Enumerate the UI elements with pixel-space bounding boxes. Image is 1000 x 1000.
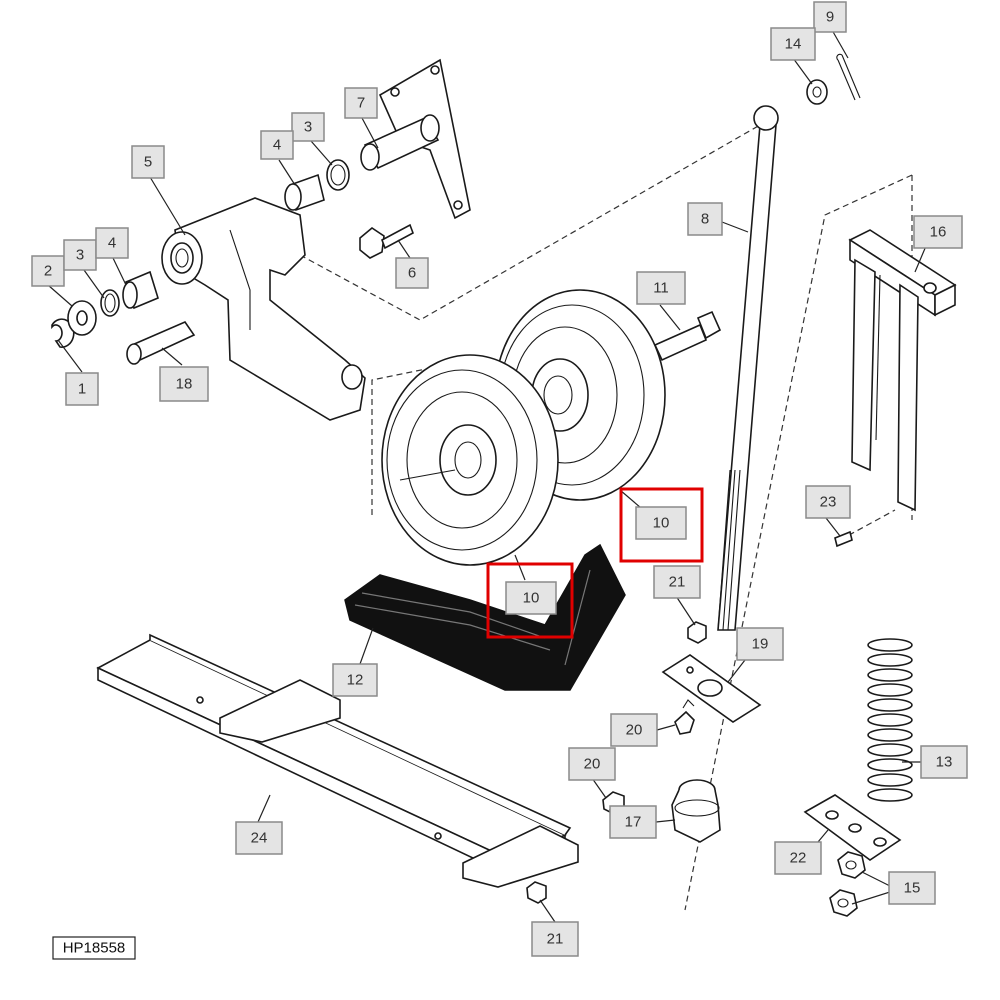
bolt-20-upper xyxy=(674,699,695,735)
svg-text:9: 9 xyxy=(826,9,834,26)
svg-text:HP18558: HP18558 xyxy=(63,940,126,957)
callout-4-upper: 4 xyxy=(260,130,294,160)
callout-15: 15 xyxy=(888,871,936,905)
svg-text:3: 3 xyxy=(304,119,312,136)
idler-pulley-front xyxy=(381,354,559,566)
svg-text:22: 22 xyxy=(790,850,807,867)
callout-2: 2 xyxy=(31,255,65,287)
callout-9: 9 xyxy=(813,1,847,33)
highlight-box-10-upper xyxy=(619,487,704,563)
callout-10-lower: 10 xyxy=(505,581,557,615)
bushing-4-upper xyxy=(284,173,325,212)
svg-text:13: 13 xyxy=(936,754,953,771)
callout-19: 19 xyxy=(736,627,784,661)
callout-22: 22 xyxy=(774,841,822,875)
svg-text:15: 15 xyxy=(904,880,921,897)
callout-21-upper: 21 xyxy=(653,565,701,599)
callout-20-lower: 20 xyxy=(568,747,616,781)
svg-text:14: 14 xyxy=(785,36,802,53)
callout-3-upper: 3 xyxy=(291,112,325,142)
pivot-pin-18 xyxy=(126,321,196,365)
svg-text:24: 24 xyxy=(251,830,268,847)
figure-id-label: HP18558 xyxy=(52,936,136,960)
callout-7: 7 xyxy=(344,87,378,119)
svg-text:17: 17 xyxy=(625,814,642,831)
washer-2 xyxy=(67,300,97,336)
svg-text:16: 16 xyxy=(930,224,947,241)
callout-3-left: 3 xyxy=(63,239,97,271)
bushing-4-left xyxy=(122,270,159,310)
callout-11: 11 xyxy=(636,271,686,305)
svg-text:4: 4 xyxy=(108,235,116,252)
callout-24: 24 xyxy=(235,821,283,855)
idler-arm xyxy=(161,197,366,421)
highlight-box-10-lower xyxy=(486,562,574,639)
bolt-11 xyxy=(653,310,722,362)
callout-21-lower: 21 xyxy=(531,921,579,957)
callout-6: 6 xyxy=(395,257,429,289)
e-clip-ring xyxy=(51,318,75,348)
callout-12: 12 xyxy=(332,663,378,697)
callout-18: 18 xyxy=(159,366,209,402)
nut-21-upper xyxy=(687,621,707,644)
washer-14 xyxy=(806,79,828,105)
svg-text:20: 20 xyxy=(626,722,643,739)
svg-text:12: 12 xyxy=(347,672,364,689)
callout-17: 17 xyxy=(609,805,657,839)
plate-19 xyxy=(661,654,762,723)
svg-text:4: 4 xyxy=(273,137,281,154)
bolt-6 xyxy=(359,223,414,259)
rubber-bumper xyxy=(671,779,721,843)
nut-21-lower xyxy=(526,881,547,904)
callout-14: 14 xyxy=(770,27,816,61)
lock-nut-lower xyxy=(829,889,858,917)
callout-5: 5 xyxy=(131,145,165,179)
svg-text:23: 23 xyxy=(820,494,837,511)
pivot-bracket xyxy=(360,58,471,220)
svg-text:3: 3 xyxy=(76,247,84,264)
svg-text:2: 2 xyxy=(44,263,52,280)
pin-23 xyxy=(834,530,853,548)
svg-text:5: 5 xyxy=(144,154,152,171)
svg-text:1: 1 xyxy=(78,381,86,398)
leader-lines xyxy=(47,29,927,923)
svg-text:10: 10 xyxy=(653,515,670,532)
lock-nut-upper xyxy=(837,851,866,879)
ring-3-upper xyxy=(326,159,350,191)
callout-4-left: 4 xyxy=(95,227,129,259)
callout-23: 23 xyxy=(805,485,851,519)
callout-8: 8 xyxy=(687,202,723,236)
svg-text:19: 19 xyxy=(752,636,769,653)
compression-spring xyxy=(867,638,913,802)
svg-text:18: 18 xyxy=(176,376,193,393)
callout-16: 16 xyxy=(913,215,963,249)
tension-rod xyxy=(717,105,779,631)
callout-10-upper: 10 xyxy=(635,506,687,540)
svg-text:11: 11 xyxy=(653,280,669,297)
callout-13: 13 xyxy=(920,745,968,779)
svg-text:8: 8 xyxy=(701,211,709,228)
svg-text:7: 7 xyxy=(357,95,365,112)
svg-text:6: 6 xyxy=(408,265,416,282)
plate-22 xyxy=(803,794,902,861)
svg-text:21: 21 xyxy=(669,574,686,591)
svg-text:21: 21 xyxy=(547,931,564,948)
callout-20-upper: 20 xyxy=(610,713,658,747)
drive-belt xyxy=(344,543,626,691)
svg-text:20: 20 xyxy=(584,756,601,773)
spring-bracket xyxy=(848,229,957,512)
frame-channel xyxy=(96,633,579,888)
hair-pin-9 xyxy=(836,53,861,101)
ring-3-left xyxy=(100,289,120,317)
svg-text:10: 10 xyxy=(523,590,540,607)
callout-1: 1 xyxy=(65,372,99,406)
